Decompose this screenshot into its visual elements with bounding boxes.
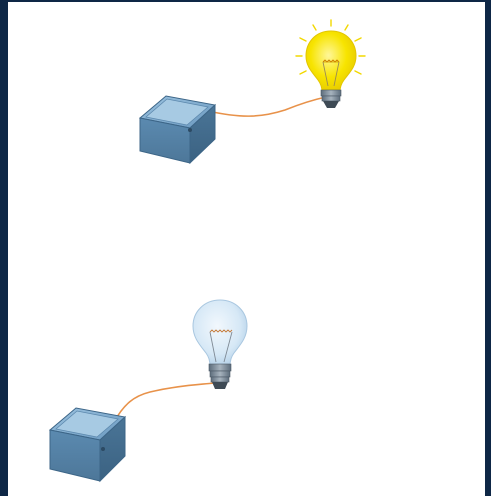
circuit-on <box>138 19 366 165</box>
window-frame-right <box>485 0 491 496</box>
light-bulb-on-icon <box>295 19 366 108</box>
wire <box>207 96 327 117</box>
battery-box <box>48 407 127 483</box>
light-bulb-off-icon <box>192 299 248 389</box>
light-rays <box>295 19 366 75</box>
battery-box <box>138 95 217 165</box>
circuit-off <box>48 299 248 483</box>
window-frame-top <box>0 0 491 2</box>
wire <box>113 382 215 423</box>
window-frame-left <box>0 0 8 496</box>
